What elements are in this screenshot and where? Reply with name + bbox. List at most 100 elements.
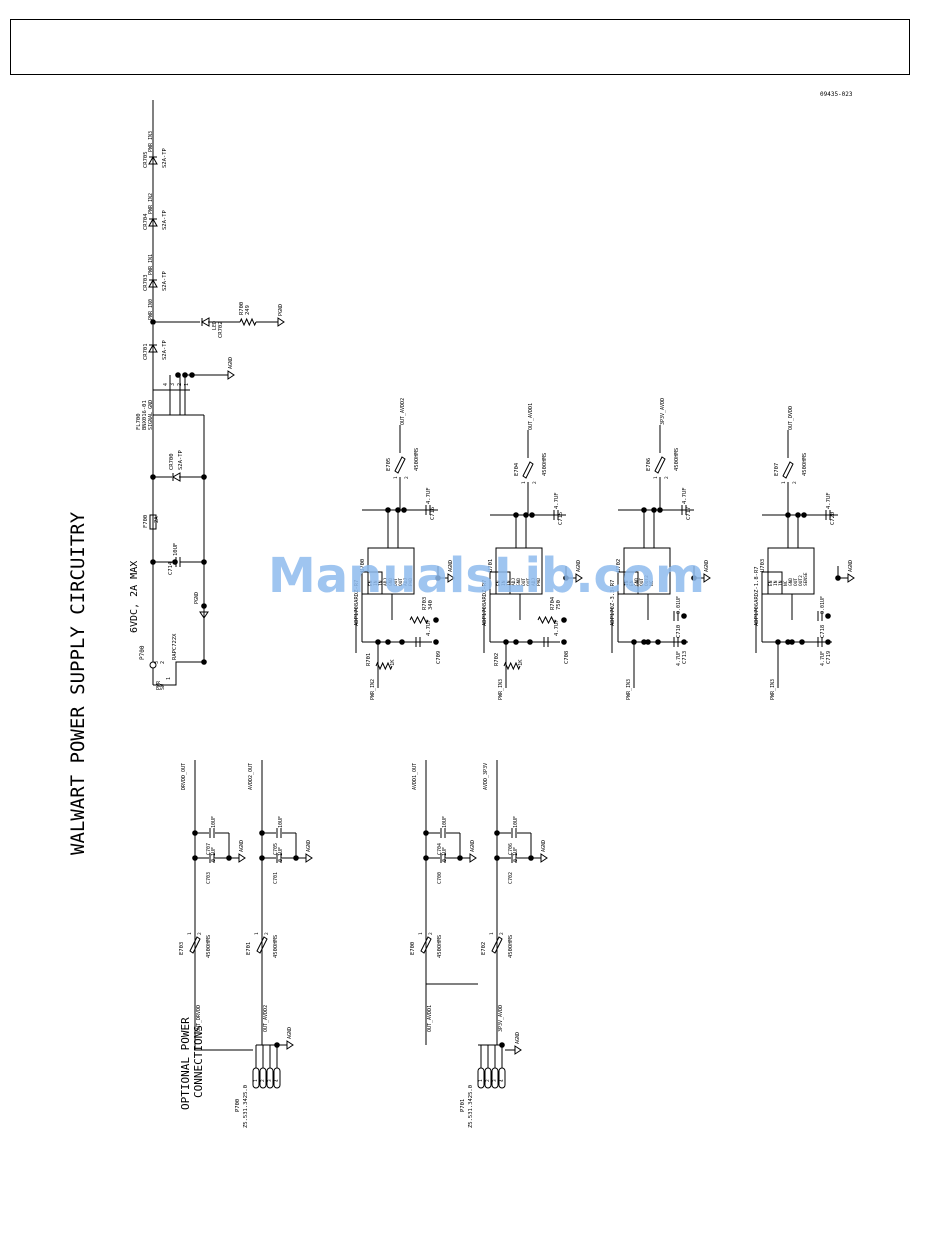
junction-dot — [385, 639, 391, 645]
header-pin-label: 3 — [492, 1079, 498, 1082]
jack-part: RAPC722X — [172, 633, 178, 660]
bot-cap-ref: C709 — [436, 651, 442, 664]
header-pin-1 — [477, 1067, 485, 1089]
junction-dot — [201, 559, 207, 565]
junction-dot — [641, 507, 647, 513]
out-cap-value: 4.7UF — [826, 492, 832, 509]
junction-dot — [182, 372, 188, 378]
regulator-pin: ADJ — [531, 578, 537, 586]
junction-dot — [259, 830, 265, 836]
regulator-pad — [489, 571, 511, 595]
regulator-pin: NC — [649, 580, 655, 586]
junction-dot — [201, 659, 207, 665]
junction-dot — [423, 855, 429, 861]
header-pin-2 — [484, 1067, 492, 1089]
fl-ref: FL700 — [136, 413, 142, 430]
junction-dot — [513, 512, 519, 518]
regulator-pin: PAD — [536, 578, 542, 586]
diode — [171, 472, 181, 482]
opt-bead-value: 450OHMS — [273, 935, 279, 958]
bot-cap-value: 4.7UF — [554, 619, 560, 636]
junction-dot — [175, 372, 181, 378]
ferrite-bead — [189, 936, 201, 954]
header-part: Z5.531.3425.0 — [243, 1085, 249, 1128]
regulator-pin: OUT — [521, 578, 527, 586]
chain-diode-part: S2A-TP — [162, 270, 168, 291]
regulator-pin: EN — [768, 580, 774, 586]
chain-diode-part: S2A-TP — [162, 209, 168, 230]
r700-value: 249 — [245, 305, 251, 315]
regulator-pin: IN — [624, 580, 630, 586]
regulator-pin: OUT2 — [798, 575, 804, 586]
ground-symbol — [575, 573, 583, 583]
junction-dot — [641, 639, 647, 645]
diode — [200, 317, 210, 327]
regulator-part: ADP1708ARDZ-R7 — [354, 580, 360, 626]
fl-pin-1: 1 — [184, 383, 190, 386]
out-cap-ref: C716 — [430, 507, 436, 520]
junction-dot — [457, 855, 463, 861]
opt-cap1-value: 10UF — [442, 816, 448, 828]
header-pin-2 — [259, 1067, 267, 1089]
junction-dot — [401, 507, 407, 513]
regulator-pin: IN — [778, 580, 784, 586]
regulator-pin: OUT — [393, 578, 399, 586]
cr702-part: LED — [212, 321, 218, 330]
chain-diode-net: PWR_IN3 — [148, 131, 154, 152]
out-cap-value: 4.7UF — [554, 492, 560, 509]
cap-ref: C710 — [676, 625, 682, 638]
header-pin-label: 4 — [499, 1079, 505, 1082]
section-title-line1: OPTIONAL POWER — [179, 1017, 192, 1110]
bead-ref: E706 — [646, 458, 652, 471]
nr-cap-ref: C719 — [826, 651, 832, 664]
gnd-label: AGND — [470, 840, 476, 852]
junction-dot — [785, 512, 791, 518]
bead-pin-1: 1 — [653, 476, 659, 479]
gnd-label: AGND — [576, 560, 582, 572]
res-ref: R701 — [366, 653, 372, 666]
junction-dot — [385, 507, 391, 513]
junction-dot — [825, 613, 831, 619]
regulator-pad — [361, 571, 383, 595]
bead-ref: E707 — [774, 463, 780, 476]
cr700-ref: CR700 — [169, 453, 175, 470]
regulator-pin: GND — [516, 578, 522, 586]
regulator-pin: IN — [501, 580, 507, 586]
junction-dot — [825, 639, 831, 645]
bead-pin-1: 1 — [521, 481, 527, 484]
junction-dot — [494, 830, 500, 836]
jack-ref: P700 — [139, 645, 146, 660]
opt-bead-ref: E700 — [410, 942, 416, 955]
ferrite-bead — [522, 461, 534, 479]
opt-bead-ref: E701 — [246, 942, 252, 955]
ground-symbol — [277, 317, 285, 327]
res2-value: 340 — [428, 600, 434, 610]
junction-dot — [631, 639, 637, 645]
opt-cap1-ref: C707 — [206, 843, 212, 855]
regulator-ref: U701 — [488, 559, 494, 572]
junction-dot — [435, 575, 441, 581]
regulator-pin: GND — [788, 578, 794, 586]
junction-dot — [192, 830, 198, 836]
bead-pin-2: 2 — [664, 476, 670, 479]
opt-bead-pin-2: 2 — [428, 932, 434, 935]
opt-cap1-ref: C706 — [508, 843, 514, 855]
ground-symbol — [703, 573, 711, 583]
header-pin-4 — [498, 1067, 506, 1089]
opt-hdr-link1 — [194, 1045, 253, 1051]
bead-pin-2: 2 — [404, 476, 410, 479]
junction-dot — [563, 575, 569, 581]
opt-bead-pin-2: 2 — [499, 932, 505, 935]
junction-dot — [150, 474, 156, 480]
r700-ref: R700 — [239, 302, 245, 315]
regulator-part: ADP1706ARDZ-1.8-R7 — [754, 566, 760, 626]
c714-ref: C714 — [168, 561, 174, 575]
junction-dot — [561, 639, 567, 645]
components — [148, 155, 855, 1089]
opt-cap1-value: 10UF — [211, 816, 217, 828]
junction-dot — [645, 639, 651, 645]
cr700-part: S2A-TP — [178, 449, 184, 470]
reg-in-net: PWR_IN2 — [370, 679, 376, 700]
junction-dot — [523, 512, 529, 518]
ferrite-bead — [394, 456, 406, 474]
